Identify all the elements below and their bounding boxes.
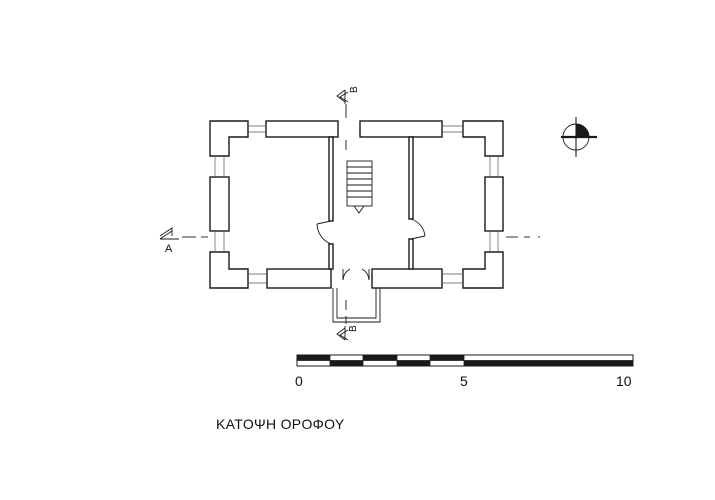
section-label-a: A [165,243,173,255]
doors [316,218,426,281]
scale-bar [296,354,634,367]
exterior-walls [209,120,504,289]
section-label-b-top: B [349,86,360,93]
windows [214,125,499,284]
north-arrow-icon [561,117,597,157]
section-line-a [159,227,540,240]
scale-tick-0: 0 [295,373,303,389]
interior-partitions [328,136,414,270]
drawing-title: ΚΑΤΟΨΗ ΟΡΟΦΟΥ [216,416,345,432]
balcony [332,288,381,323]
staircase [346,160,373,214]
scale-tick-5: 5 [460,373,468,389]
scale-tick-10: 10 [616,373,632,389]
section-label-b-bottom: B [348,325,359,332]
section-line-b [336,89,349,341]
